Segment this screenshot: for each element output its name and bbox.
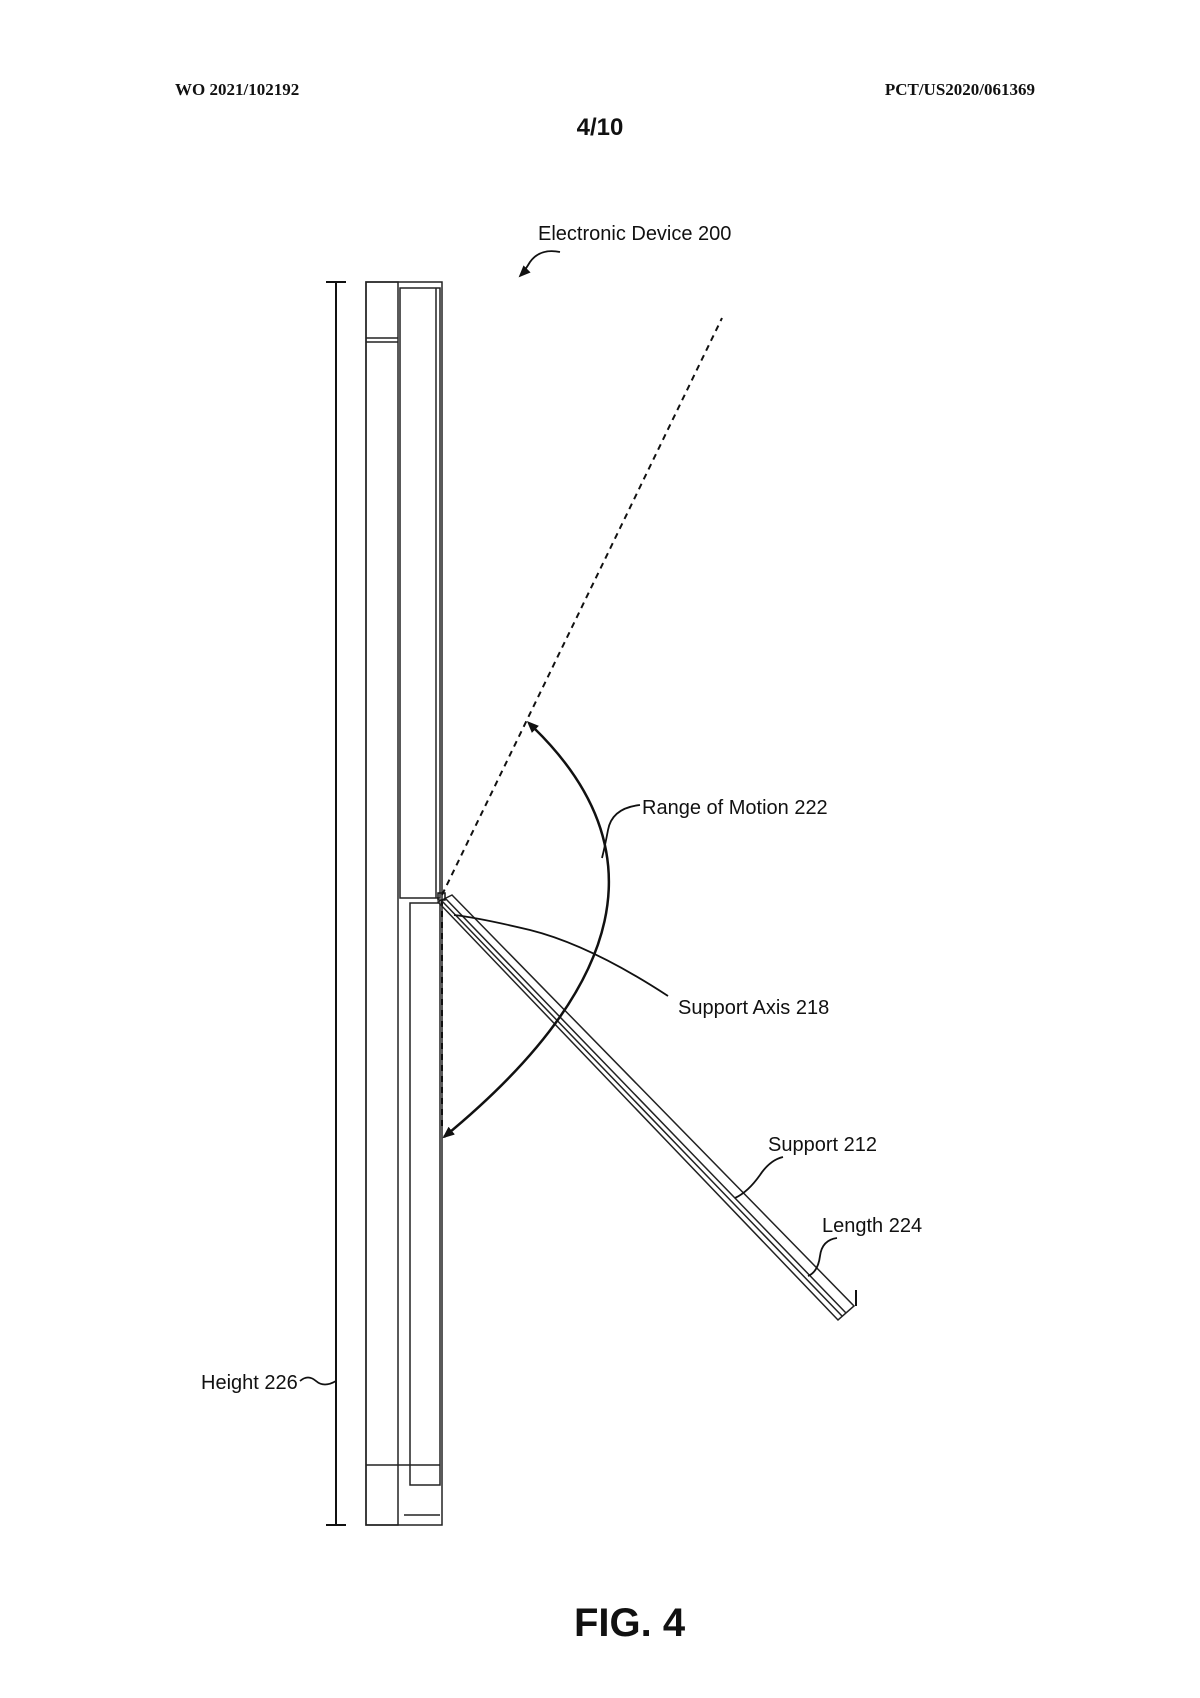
publication-number: WO 2021/102192 xyxy=(175,80,300,99)
label-height: Height 226 xyxy=(201,1372,298,1394)
support-axis-leader xyxy=(453,914,669,997)
range-of-motion-arc xyxy=(442,721,611,1139)
label-range-of-motion: Range of Motion 222 xyxy=(642,797,828,819)
figure-caption: FIG. 4 xyxy=(574,1601,686,1645)
application-number: PCT/US2020/061369 xyxy=(884,80,1035,99)
height-dimension xyxy=(326,281,346,1526)
label-support-axis: Support Axis 218 xyxy=(678,997,829,1019)
electronic-device-leader xyxy=(518,250,561,278)
label-length: Length 224 xyxy=(822,1215,922,1237)
max-open-position-line xyxy=(441,317,723,896)
length-leader xyxy=(807,1237,838,1277)
leader-lines xyxy=(299,250,838,1386)
deployed-support xyxy=(436,894,856,1322)
label-support: Support 212 xyxy=(768,1134,877,1156)
stowed-support-outline xyxy=(409,902,441,1486)
range-of-motion-leader xyxy=(601,804,641,859)
sheet-number: 4/10 xyxy=(576,114,624,141)
height-leader xyxy=(299,1376,337,1386)
label-electronic-device: Electronic Device 200 xyxy=(538,223,731,245)
support-leader xyxy=(734,1156,784,1199)
